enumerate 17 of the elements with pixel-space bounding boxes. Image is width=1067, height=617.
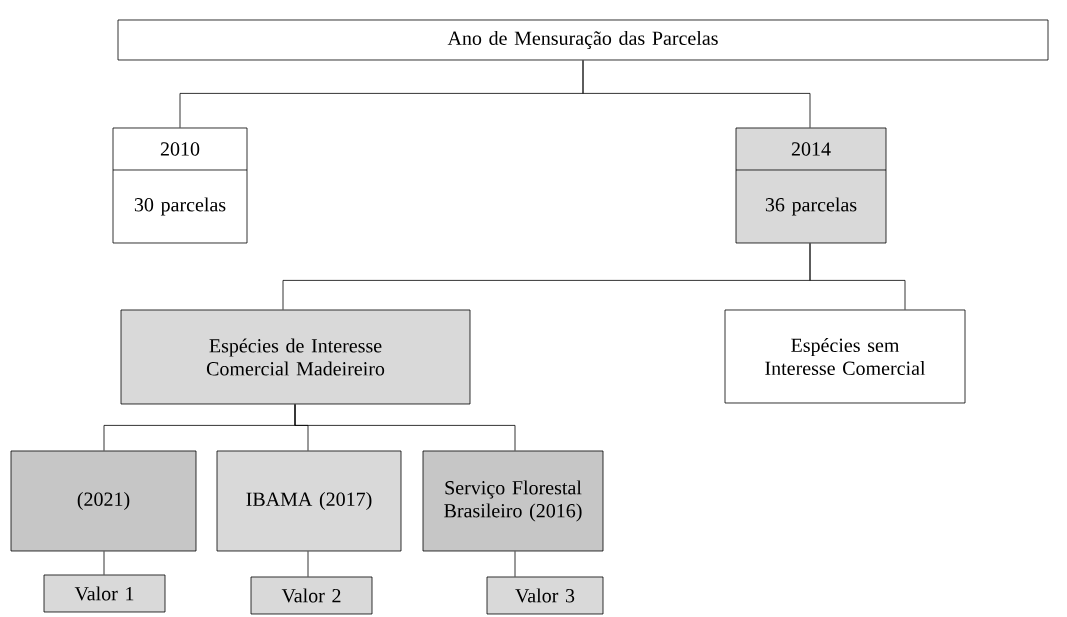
connector-line xyxy=(514,551,516,577)
connector-line xyxy=(307,551,309,577)
value-box: Valor 1 xyxy=(43,574,166,613)
title-box: Ano de Mensuração das Parcelas xyxy=(117,19,1049,61)
category-box: Espécies de Interesse Comercial Madeireiro xyxy=(120,309,471,405)
category-box: Espécies sem Interesse Comercial xyxy=(724,309,966,404)
source-box: (2021) xyxy=(10,450,197,552)
connector-line xyxy=(294,404,516,451)
source-box: Serviço Florestal Brasileiro (2016) xyxy=(422,450,604,552)
connector-line xyxy=(103,551,105,575)
year-box: 2014 36 parcelas xyxy=(735,127,887,244)
connector-line xyxy=(582,60,811,128)
source-box: IBAMA (2017) xyxy=(216,450,402,552)
connector-line xyxy=(809,243,906,310)
year-box: 2010 30 parcelas xyxy=(112,127,248,244)
value-box: Valor 3 xyxy=(486,576,604,615)
value-box: Valor 2 xyxy=(250,576,373,615)
